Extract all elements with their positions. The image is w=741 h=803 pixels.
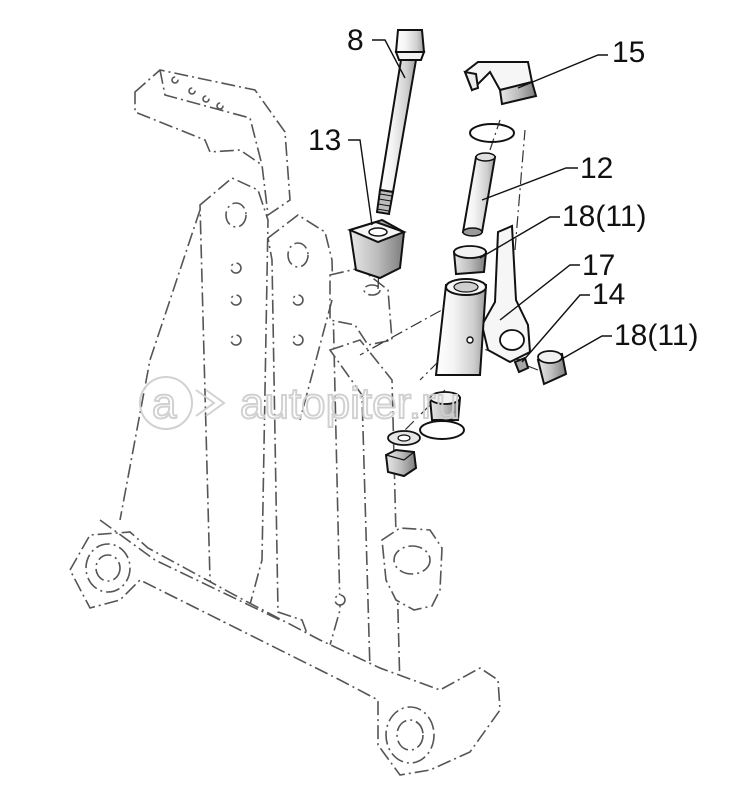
plate-hole-phantom [202, 95, 210, 103]
leader-14 [521, 294, 590, 363]
watermark-site-text: autopiter.ru [240, 379, 460, 428]
frame-member-phantom [328, 339, 401, 702]
base-eye-left-bore-phantom [95, 554, 121, 582]
upright-hole-phantom [225, 202, 247, 228]
pedal-plate-phantom [134, 69, 291, 217]
mount-tab-phantom [329, 267, 393, 346]
upright-hole-phantom [230, 262, 242, 274]
leader-15 [517, 54, 608, 89]
callout-labels: 8 13 15 12 18(11) 17 14 18(11) [308, 24, 699, 352]
part-13-spacer [347, 218, 407, 280]
o-ring-upper [469, 123, 515, 143]
mount-hole-phantom [363, 284, 381, 296]
watermark-logo-circle [139, 376, 193, 430]
part-18-bushing-lower [536, 350, 568, 386]
upright-hole-phantom [230, 294, 242, 306]
callout-8: 8 [347, 24, 364, 57]
part-15-clip [463, 61, 538, 106]
o-ring-lower [419, 420, 465, 440]
leader-18-upper [479, 216, 560, 259]
plate-hole-phantom [216, 102, 224, 110]
leader-8 [372, 39, 406, 79]
part-14-grease-nipple [513, 356, 530, 374]
leader-12 [481, 167, 578, 201]
pivot-tube [434, 278, 488, 376]
part-17-lever [480, 224, 532, 364]
upright-hole-phantom [292, 334, 304, 346]
leader-lines [348, 39, 612, 363]
callout-14: 14 [592, 278, 625, 311]
base-frame-phantom [69, 531, 501, 776]
washer [387, 430, 421, 446]
part-8-bolt [375, 29, 426, 216]
upright-hole-phantom [292, 294, 304, 306]
callout-15: 15 [612, 36, 645, 69]
upright-hole-phantom [230, 334, 242, 346]
upright-hole-phantom [334, 594, 346, 606]
lower-tube-bushing [428, 391, 462, 421]
leader-17 [499, 264, 580, 321]
rear-boss-bore-phantom [393, 545, 431, 575]
plate-hole-phantom [171, 76, 179, 84]
base-eye-right-bore-phantom [396, 719, 424, 751]
part-18-bushing-upper [452, 245, 488, 276]
callout-18-lower: 18(11) [614, 319, 699, 352]
part-12-pin [461, 152, 497, 237]
bracket-assembly-phantom [69, 69, 501, 776]
leader-18-lower [559, 335, 612, 361]
leader-13 [348, 139, 373, 226]
callout-17: 17 [582, 249, 615, 282]
left-upright-phantom [199, 177, 269, 624]
nut [384, 448, 418, 478]
plate-hole-phantom [188, 87, 196, 95]
watermark: a autopiter.ru [139, 376, 461, 430]
upright-hole-phantom [287, 242, 309, 268]
callout-18-upper: 18(11) [562, 200, 647, 233]
callout-12: 12 [580, 152, 613, 185]
watermark-arrow-icon [195, 389, 226, 417]
watermark-logo-letter: a [152, 379, 177, 428]
callout-13: 13 [308, 124, 341, 157]
